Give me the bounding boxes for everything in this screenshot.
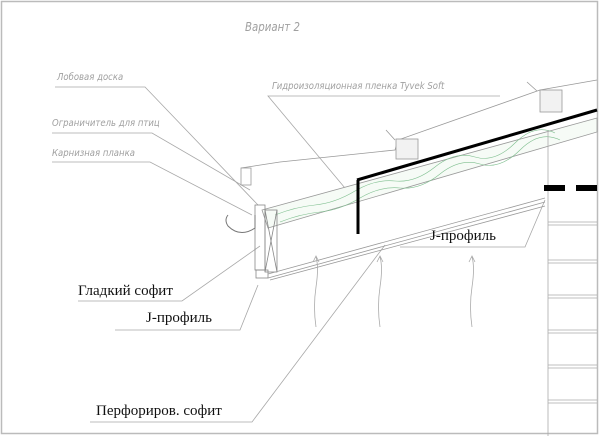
label-eave-strip: Карнизная планка <box>52 148 135 159</box>
label-j-profile-right: J-профиль <box>430 228 496 244</box>
leader-membrane <box>267 95 500 201</box>
leader-eave-strip <box>52 161 253 216</box>
fascia-board <box>254 204 278 279</box>
label-membrane: Гидроизоляционная пленка Tyvek Soft <box>272 81 445 92</box>
insulation-waves <box>274 129 561 223</box>
leader-fascia <box>55 86 259 206</box>
roof-deck <box>261 117 598 229</box>
label-bird-stop: Ограничитель для птиц <box>52 118 160 129</box>
soffit <box>267 197 546 281</box>
leader-lines <box>52 86 546 423</box>
leader-perforated <box>90 244 386 423</box>
dash-mark <box>544 185 565 191</box>
label-fascia-board: Лобовая доска <box>57 72 124 83</box>
label-perforated-soffit: Перфориров. софит <box>96 403 222 419</box>
leader-birdstop <box>52 132 251 191</box>
bold-rafter-line <box>356 108 598 182</box>
leader-j-right <box>400 199 546 248</box>
wall-siding <box>547 130 597 436</box>
gutter-hook <box>225 214 256 233</box>
roof-battens <box>240 79 598 186</box>
label-j-profile-left: J-профиль <box>146 310 212 326</box>
dash-mark <box>576 185 597 191</box>
drawing-title: Вариант 2 <box>245 20 300 34</box>
label-smooth-soffit: Гладкий софит <box>78 283 173 299</box>
leader-smooth-soffit <box>78 245 261 302</box>
airflow-arrows <box>312 255 476 328</box>
leader-j-left <box>115 284 259 331</box>
